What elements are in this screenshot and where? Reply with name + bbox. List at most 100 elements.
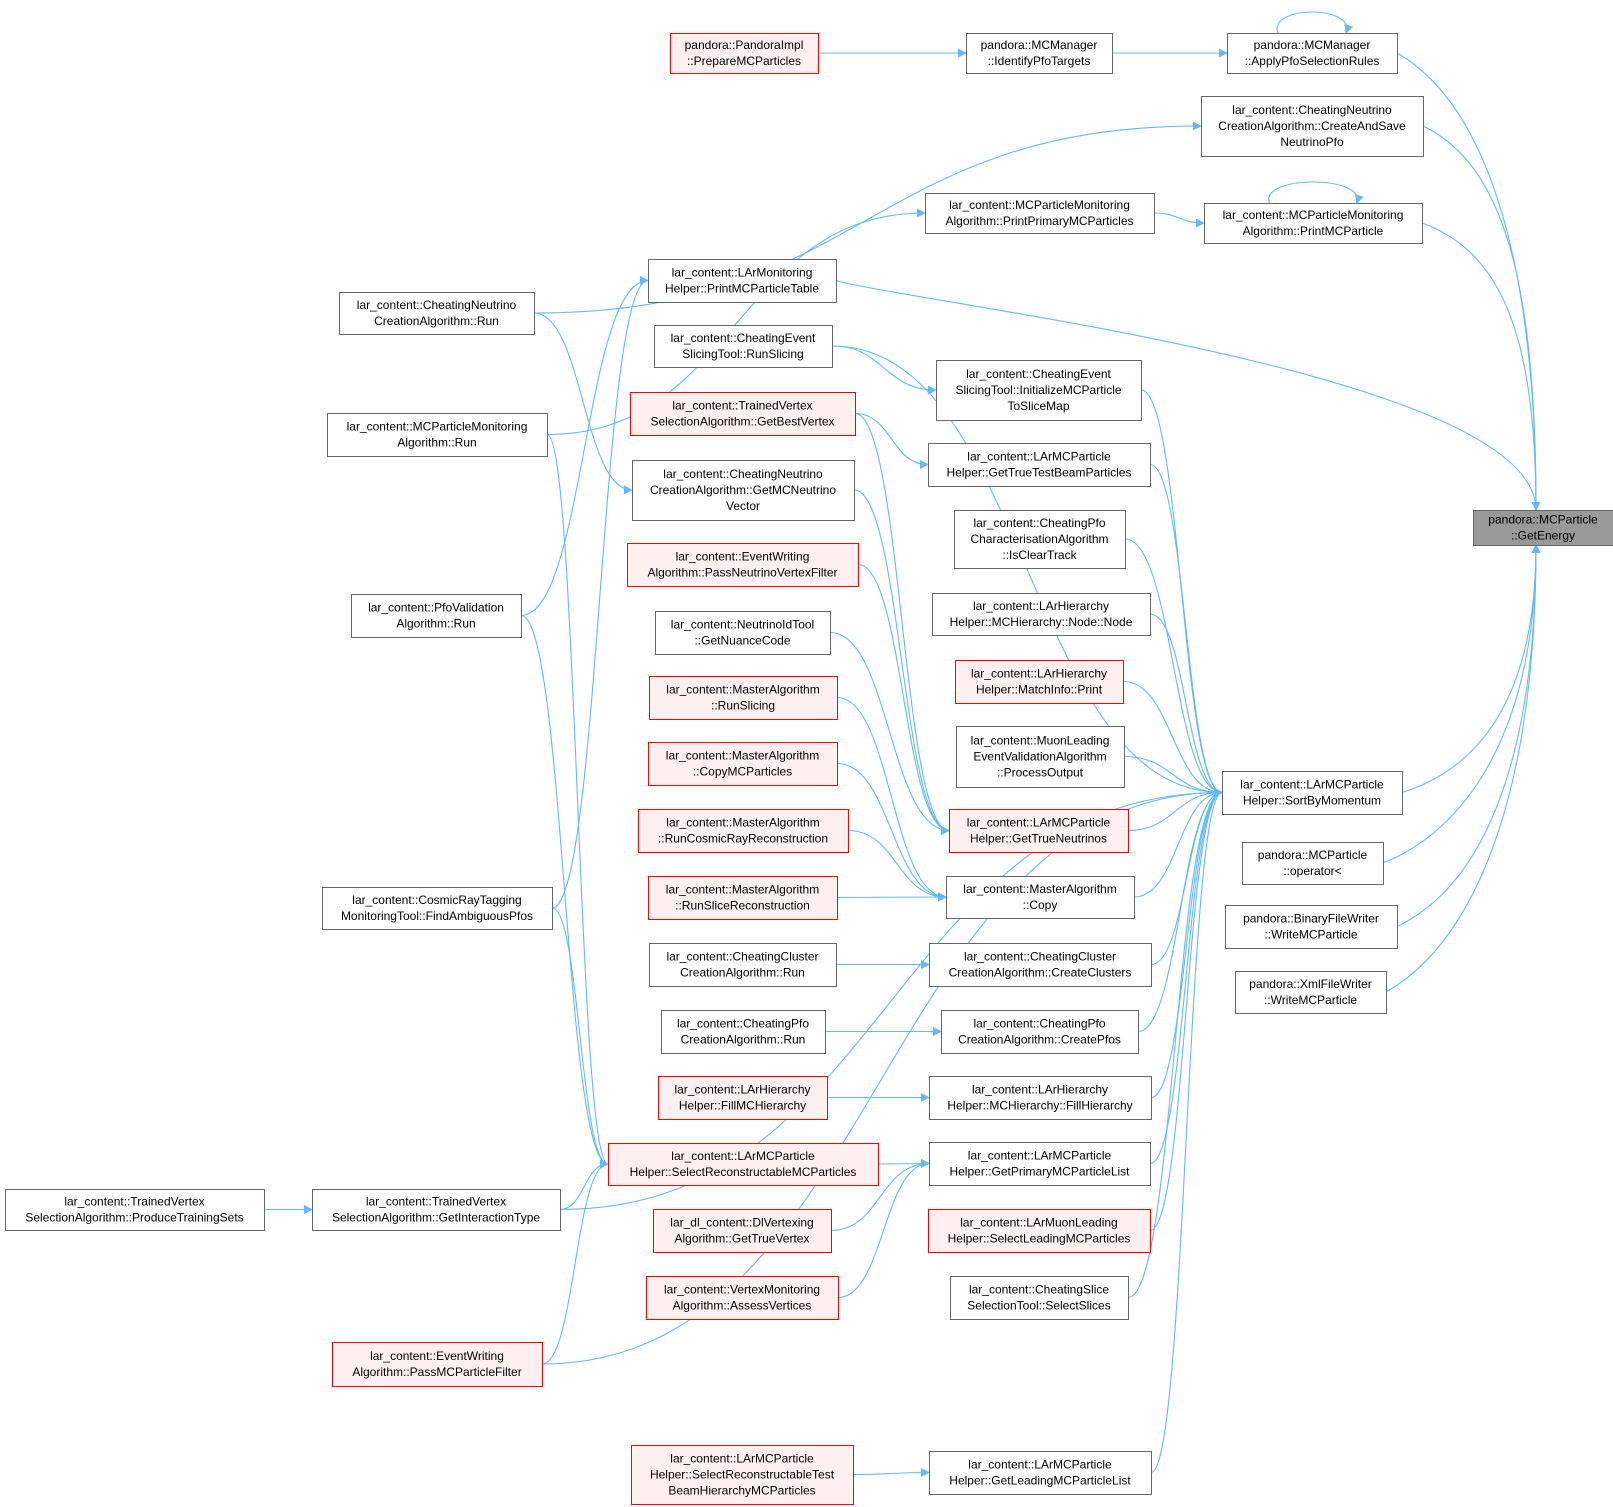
node-get-energy[interactable]: pandora::MCParticle::GetEnergy (1473, 510, 1613, 546)
node-label-line: lar_content::EventWriting (370, 1349, 504, 1363)
node-create-pfos[interactable]: lar_content::CheatingPfoCreationAlgorith… (941, 1010, 1139, 1054)
node-label-line: CreationAlgorithm::CreateClusters (949, 966, 1132, 980)
node-label-line: pandora::PandoraImpl (685, 38, 804, 52)
node-label-line: Helper::SortByMomentum (1243, 794, 1381, 808)
node-cheating-cluster-run[interactable]: lar_content::CheatingClusterCreationAlgo… (649, 943, 837, 987)
node-fill-mchierarchy[interactable]: lar_content::LArHierarchyHelper::FillMCH… (658, 1076, 828, 1120)
node-get-nuance-code[interactable]: lar_content::NeutrinoIdTool::GetNuanceCo… (655, 611, 831, 655)
node-pass-neutrino-vertex-filter[interactable]: lar_content::EventWritingAlgorithm::Pass… (627, 543, 859, 587)
node-label-line: BeamHierarchyMCParticles (668, 1484, 815, 1498)
node-label-line: ::IdentifyPfoTargets (988, 54, 1091, 68)
node-box (648, 259, 837, 303)
node-apply-pfo-selection-rules[interactable]: pandora::MCManager::ApplyPfoSelectionRul… (1227, 33, 1398, 74)
node-master-run-slice-reconstruction[interactable]: lar_content::MasterAlgorithm::RunSliceRe… (648, 876, 838, 920)
node-get-best-vertex[interactable]: lar_content::TrainedVertexSelectionAlgor… (630, 392, 856, 436)
node-label-line: pandora::MCManager (981, 38, 1098, 52)
node-label-line: lar_content::LArMCParticle (968, 1149, 1112, 1163)
node-label-line: lar_content::CheatingCluster (666, 950, 818, 964)
node-box (932, 593, 1151, 636)
node-box (1473, 510, 1613, 546)
node-print-mcparticle-table[interactable]: lar_content::LArMonitoringHelper::PrintM… (648, 259, 837, 303)
node-cheating-pfo-run[interactable]: lar_content::CheatingPfoCreationAlgorith… (661, 1010, 826, 1054)
node-master-copy-mcparticles[interactable]: lar_content::MasterAlgorithm::CopyMCPart… (648, 742, 838, 786)
node-cheating-neutrino-run[interactable]: lar_content::CheatingNeutrinoCreationAlg… (339, 292, 535, 335)
node-label-line: ::WriteMCParticle (1264, 993, 1357, 1007)
node-label-line: CreationAlgorithm::Run (681, 1033, 806, 1047)
node-get-mc-neutrino-vector[interactable]: lar_content::CheatingNeutrinoCreationAlg… (632, 460, 855, 521)
node-label-line: NeutrinoPfo (1280, 135, 1344, 149)
node-box (1222, 771, 1403, 815)
node-label-line: pandora::BinaryFileWriter (1243, 912, 1379, 926)
node-get-interaction-type[interactable]: lar_content::TrainedVertexSelectionAlgor… (312, 1189, 561, 1231)
edge-assess-vertices-to-get-primary-mcparticle-list (837, 1159, 930, 1299)
node-master-run-cosmic-ray-reconstruction[interactable]: lar_content::MasterAlgorithm::RunCosmicR… (638, 809, 849, 853)
node-dl-get-true-vertex[interactable]: lar_dl_content::DlVertexingAlgorithm::Ge… (653, 1209, 832, 1253)
edge-pass-neutrino-vertex-filter-to-get-true-neutrinos (857, 563, 950, 835)
node-sort-by-momentum[interactable]: lar_content::LArMCParticleHelper::SortBy… (1222, 771, 1403, 815)
edge-get-best-vertex-to-get-true-neutrinos (854, 412, 950, 835)
node-label-line: lar_content::MasterAlgorithm (666, 749, 819, 763)
node-print-primary-mcparticles[interactable]: lar_content::MCParticleMonitoringAlgorit… (925, 193, 1155, 234)
node-produce-training-sets[interactable]: lar_content::TrainedVertexSelectionAlgor… (5, 1189, 265, 1231)
edge-match-info-print-to-sort-by-momentum (1122, 680, 1223, 797)
node-get-true-neutrinos[interactable]: lar_content::LArMCParticleHelper::GetTru… (949, 809, 1129, 853)
edge-run-slicing-tool-to-initialize-mcparticle-to-slice-map (831, 345, 937, 395)
node-master-run-slicing[interactable]: lar_content::MasterAlgorithm::RunSlicing (649, 676, 838, 720)
node-match-info-print[interactable]: lar_content::LArHierarchyHelper::MatchIn… (955, 660, 1124, 704)
node-select-reconstructable-mcparticles[interactable]: lar_content::LArMCParticleHelper::Select… (608, 1143, 879, 1186)
node-mcparticle-operator-less[interactable]: pandora::MCParticle::operator< (1242, 842, 1384, 885)
node-box (655, 611, 831, 655)
node-mchierarchy-fill-hierarchy[interactable]: lar_content::LArHierarchyHelper::MCHiera… (929, 1076, 1152, 1120)
node-box (312, 1189, 561, 1231)
edge-master-copy-to-sort-by-momentum (1133, 788, 1223, 898)
node-xml-write-mcparticle[interactable]: pandora::XmlFileWriter::WriteMCParticle (1235, 971, 1387, 1014)
edge-mchierarchy-fill-hierarchy-to-sort-by-momentum (1150, 788, 1223, 1099)
node-label-line: Helper::GetTrueTestBeamParticles (947, 466, 1132, 480)
node-label-line: Algorithm::PassNeutrinoVertexFilter (647, 566, 837, 580)
node-create-clusters[interactable]: lar_content::CheatingClusterCreationAlgo… (929, 943, 1152, 987)
node-get-leading-mcparticle-list[interactable]: lar_content::LArMCParticleHelper::GetLea… (929, 1451, 1152, 1495)
node-label-line: lar_content::CheatingSlice (969, 1283, 1109, 1297)
node-is-clear-track[interactable]: lar_content::CheatingPfoCharacterisation… (954, 510, 1126, 569)
node-label-line: lar_content::LArMuonLeading (960, 1216, 1117, 1230)
node-label-line: Helper::GetLeadingMCParticleList (949, 1474, 1131, 1488)
node-process-output[interactable]: lar_content::MuonLeadingEventValidationA… (956, 726, 1125, 788)
node-mchierarchy-node[interactable]: lar_content::LArHierarchyHelper::MCHiera… (932, 593, 1151, 636)
node-box (638, 809, 849, 853)
node-box (936, 360, 1142, 421)
node-select-leading-mcparticles[interactable]: lar_content::LArMuonLeadingHelper::Selec… (928, 1209, 1151, 1253)
edge-mcparticle-operator-less-to-get-energy (1382, 544, 1541, 864)
node-label-line: lar_content::MasterAlgorithm (963, 882, 1116, 896)
edge-master-copy-mcparticles-to-master-copy (836, 762, 947, 902)
node-box (1227, 33, 1398, 74)
node-label-line: CreationAlgorithm::Run (374, 314, 499, 328)
node-identify-pfo-targets[interactable]: pandora::MCManager::IdentifyPfoTargets (966, 33, 1113, 74)
node-select-slices[interactable]: lar_content::CheatingSliceSelectionTool:… (950, 1276, 1129, 1320)
node-initialize-mcparticle-to-slice-map[interactable]: lar_content::CheatingEventSlicingTool::I… (936, 360, 1142, 421)
node-box (648, 876, 838, 920)
node-label-line: Vector (726, 499, 760, 513)
node-print-mcparticle[interactable]: lar_content::MCParticleMonitoringAlgorit… (1204, 203, 1423, 244)
node-label-line: Algorithm::AssessVertices (673, 1299, 812, 1313)
node-label-line: EventValidationAlgorithm (973, 750, 1106, 764)
node-label-line: lar_content::EventWriting (676, 550, 810, 564)
node-label-line: ToSliceMap (1007, 399, 1069, 413)
node-select-reconstructable-test-beam[interactable]: lar_content::LArMCParticleHelper::Select… (631, 1445, 854, 1505)
node-pass-mcparticle-filter[interactable]: lar_content::EventWritingAlgorithm::Pass… (332, 1342, 543, 1387)
node-prepare-mcparticles[interactable]: pandora::PandoraImpl::PrepareMCParticles (670, 33, 819, 74)
node-label-line: MonitoringTool::FindAmbiguousPfos (341, 909, 533, 923)
node-mcparticle-monitoring-run[interactable]: lar_content::MCParticleMonitoringAlgorit… (327, 413, 548, 457)
node-get-true-test-beam-particles[interactable]: lar_content::LArMCParticleHelper::GetTru… (928, 443, 1151, 487)
edge-select-leading-mcparticles-to-sort-by-momentum (1149, 788, 1223, 1232)
edge-get-interaction-type-to-select-reconstructable-mcparticles (559, 1159, 609, 1211)
node-binary-write-mcparticle[interactable]: pandora::BinaryFileWriter::WriteMCPartic… (1225, 905, 1398, 949)
node-find-ambiguous-pfos[interactable]: lar_content::CosmicRayTaggingMonitoringT… (322, 887, 553, 930)
node-master-copy[interactable]: lar_content::MasterAlgorithm::Copy (946, 876, 1135, 919)
node-box (332, 1342, 543, 1387)
node-run-slicing-tool[interactable]: lar_content::CheatingEventSlicingTool::R… (654, 325, 833, 368)
node-label-line: SelectionTool::SelectSlices (967, 1299, 1110, 1313)
node-get-primary-mcparticle-list[interactable]: lar_content::LArMCParticleHelper::GetPri… (929, 1142, 1151, 1186)
node-assess-vertices[interactable]: lar_content::VertexMonitoringAlgorithm::… (646, 1276, 839, 1320)
node-create-and-save-neutrino-pfo[interactable]: lar_content::CheatingNeutrinoCreationAlg… (1201, 96, 1424, 157)
